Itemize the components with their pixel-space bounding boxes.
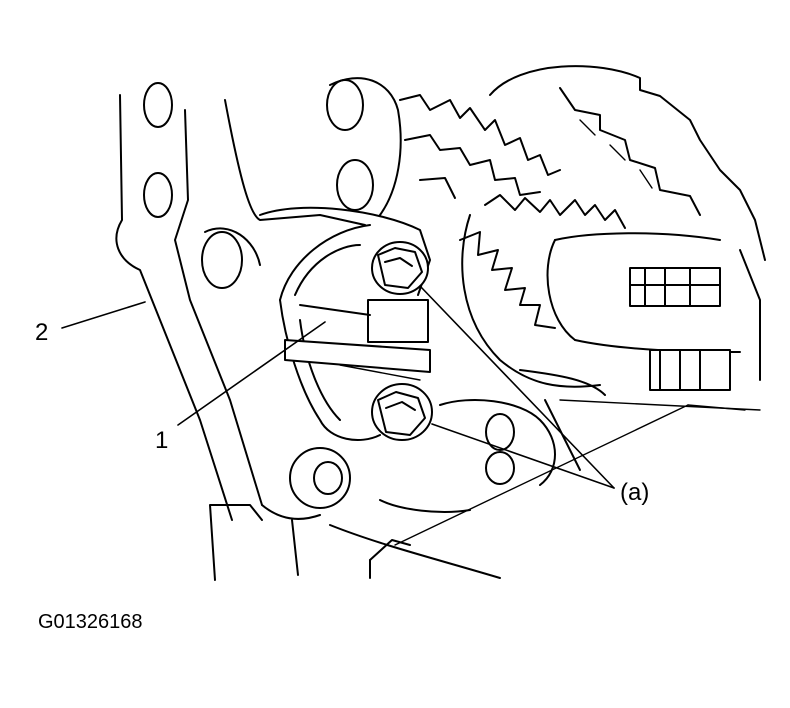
callout-fasteners-a: (a)	[620, 479, 649, 506]
leader-a-lower	[431, 423, 615, 489]
cam-gear	[459, 194, 761, 391]
lower-bolt	[371, 383, 433, 441]
leader-part-2	[61, 301, 146, 329]
leader-part-1	[177, 321, 326, 426]
leader-lines	[61, 285, 615, 489]
drive-gear	[399, 65, 766, 261]
lower-housing	[209, 369, 606, 581]
figure-id: G01326168	[38, 611, 143, 633]
reference-lines	[394, 399, 761, 546]
sensor-unit	[284, 299, 431, 381]
upper-bolt	[371, 241, 429, 295]
leader-a-upper	[419, 285, 615, 489]
sensor-bracket	[259, 206, 431, 441]
callout-part-2: 2	[35, 319, 48, 346]
callout-part-1: 1	[155, 427, 168, 454]
engine-housing	[115, 77, 402, 521]
